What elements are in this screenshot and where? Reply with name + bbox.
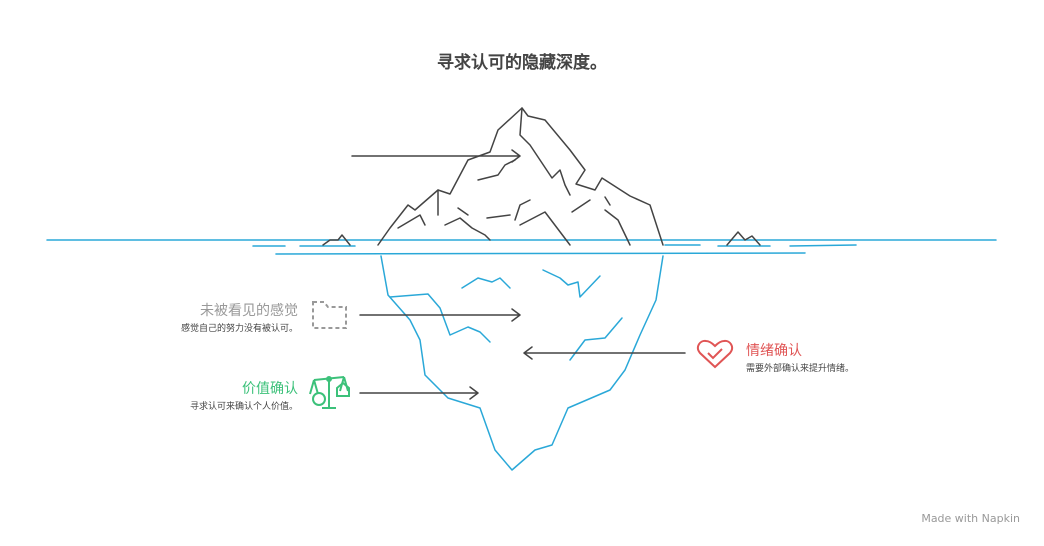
item-description-worth: 寻求认可来确认个人价值。: [189, 402, 298, 412]
diagram-title: 寻求认可的隐藏深度。: [437, 53, 607, 73]
folder-icon: [312, 301, 347, 329]
balance-scale-icon: [309, 376, 350, 409]
item-label-unseen: 未被看见的感觉: [200, 303, 298, 319]
iceberg-above: [322, 107, 761, 246]
heart-check-icon: [696, 339, 734, 369]
item-description-emotional: 需要外部确认来提升情绪。: [746, 364, 855, 374]
arrows: [351, 149, 686, 400]
waterline: [46, 239, 997, 255]
item-label-worth: 价值确认: [242, 381, 298, 397]
iceberg-below: [380, 255, 664, 471]
item-label-emotional: 情绪确认: [746, 343, 802, 359]
made-with-napkin-footer[interactable]: Made with Napkin: [921, 512, 1020, 525]
item-description-unseen: 感觉自己的努力没有被认可。: [180, 324, 298, 334]
